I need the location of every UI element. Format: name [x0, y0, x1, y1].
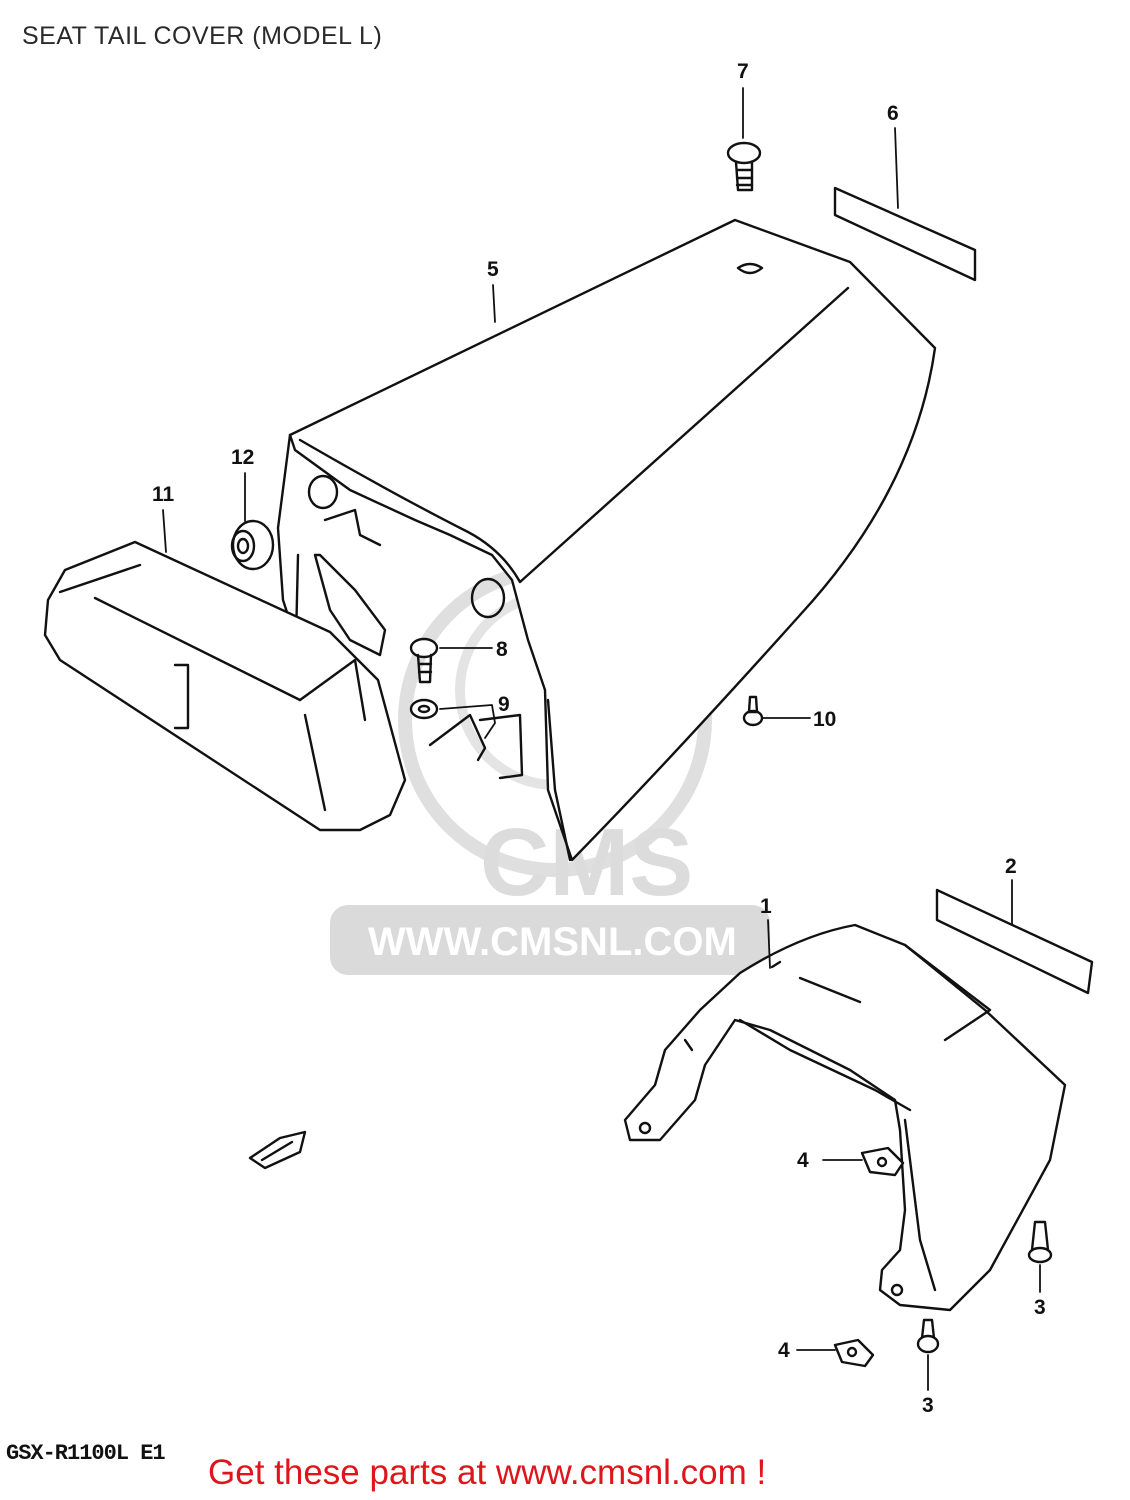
- callout-5: 5: [487, 258, 499, 281]
- callout-6: 6: [887, 102, 899, 125]
- callout-3b: 3: [922, 1394, 934, 1417]
- callout-12: 12: [231, 446, 254, 469]
- callout-9: 9: [498, 693, 510, 716]
- callout-2: 2: [1005, 855, 1017, 878]
- seat-tail-cover-lower-part: [623, 923, 1067, 1312]
- watermark-url: WWW.CMSNL.COM: [368, 920, 737, 964]
- callout-7: 7: [737, 60, 749, 83]
- callout-11: 11: [152, 483, 175, 506]
- bolt-part: [726, 141, 762, 192]
- small-fasteners: [409, 637, 764, 727]
- grommet-part: [230, 519, 275, 571]
- callout-8: 8: [496, 638, 508, 661]
- front-arrow-icon: [248, 1130, 307, 1170]
- callout-3a: 3: [1034, 1296, 1046, 1319]
- model-code: GSX-R1100L E1: [6, 1441, 166, 1466]
- screw-part: [916, 1220, 1053, 1354]
- seat-tail-cover-part: [276, 218, 937, 862]
- tail-lamp-part: [43, 540, 407, 832]
- leader-lines: [162, 87, 1041, 1391]
- callout-1: 1: [760, 895, 772, 918]
- callout-4b: 4: [778, 1339, 790, 1362]
- page-title: SEAT TAIL COVER (MODEL L): [22, 22, 383, 50]
- footer-link[interactable]: Get these parts at www.cmsnl.com !: [208, 1453, 767, 1492]
- label-plate-part: [833, 186, 977, 282]
- callout-10: 10: [813, 708, 836, 731]
- callout-4a: 4: [797, 1149, 809, 1172]
- clip-nut-part: [833, 1146, 905, 1368]
- label-plate-part-2: [935, 888, 1094, 995]
